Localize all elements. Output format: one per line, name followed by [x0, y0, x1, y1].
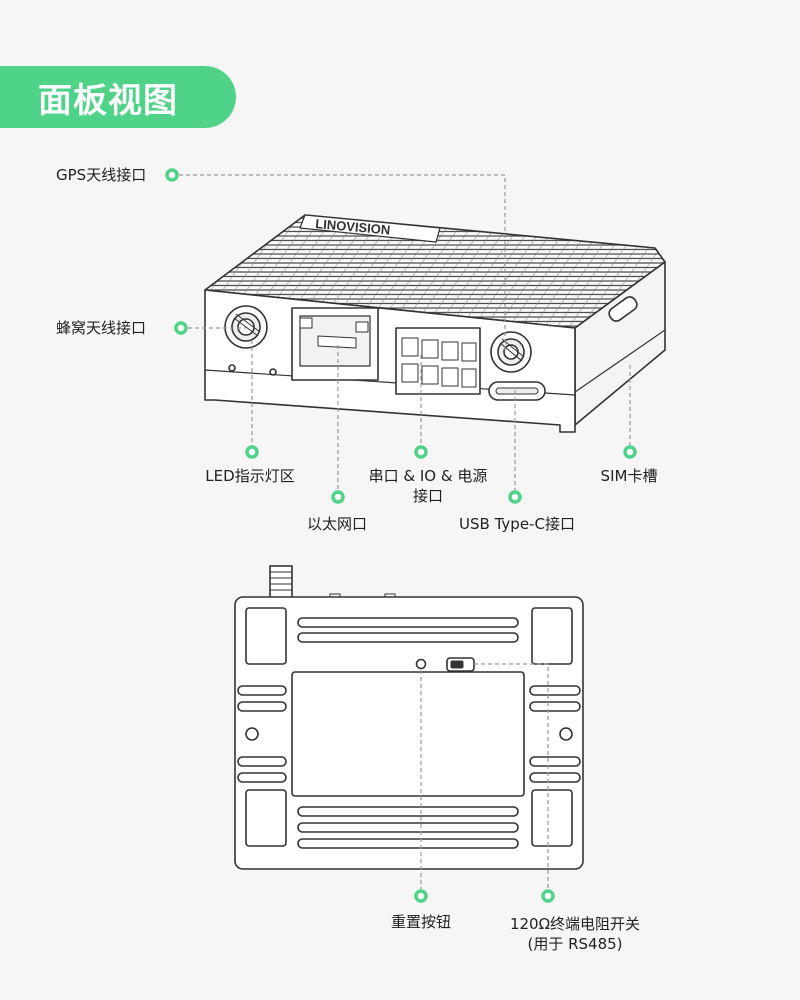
title-banner: 面板视图 [0, 66, 236, 128]
marker-sim [623, 445, 637, 459]
label-panel [291, 671, 525, 797]
marker-cellular [174, 321, 188, 335]
label-ethernet: 以太网口 [306, 515, 368, 533]
led-indicator-1 [228, 364, 236, 372]
bottom-markers [414, 889, 555, 903]
termination-switch [446, 657, 475, 672]
marker-gps [165, 168, 179, 182]
sim-slot [608, 296, 638, 322]
reset-button [415, 658, 427, 670]
front-device [204, 214, 666, 433]
front-leader-lines [172, 174, 631, 497]
label-termination-line1: 120Ω终端电阻开关 [509, 915, 641, 933]
label-termination-line2: (用于 RS485) [527, 935, 623, 953]
label-serial-io-power: 串口 & IO & 电源 接口 [369, 466, 488, 506]
brand-logo: LINOVISION [315, 216, 391, 237]
gps-antenna-connector [490, 331, 532, 373]
label-led-area: LED指示灯区 [205, 467, 295, 485]
cellular-antenna-connector [224, 305, 268, 349]
bottom-device [234, 565, 584, 870]
page-title: 面板视图 [38, 80, 178, 121]
label-termination-switch: 120Ω终端电阻开关 (用于 RS485) [510, 914, 640, 954]
label-cellular-antenna: 蜂窝天线接口 [56, 319, 147, 337]
marker-termination [541, 889, 555, 903]
label-sim-slot: SIM卡槽 [600, 467, 658, 485]
label-gps-antenna: GPS天线接口 [56, 166, 147, 184]
led-indicator-2 [269, 368, 277, 376]
marker-reset [414, 889, 428, 903]
ethernet-port [291, 307, 379, 381]
bottom-leader-lines [420, 663, 549, 896]
marker-serial [414, 445, 428, 459]
front-markers [165, 168, 637, 504]
marker-ethernet [331, 490, 345, 504]
label-usb-c: USB Type-C接口 [459, 515, 575, 533]
label-serial-line2: 接口 [412, 487, 444, 505]
label-reset-button: 重置按钮 [390, 913, 452, 931]
marker-led [245, 445, 259, 459]
antenna-stub [269, 565, 293, 599]
terminal-block [395, 327, 481, 395]
marker-usb [508, 490, 522, 504]
label-serial-line1: 串口 & IO & 电源 [368, 467, 488, 485]
